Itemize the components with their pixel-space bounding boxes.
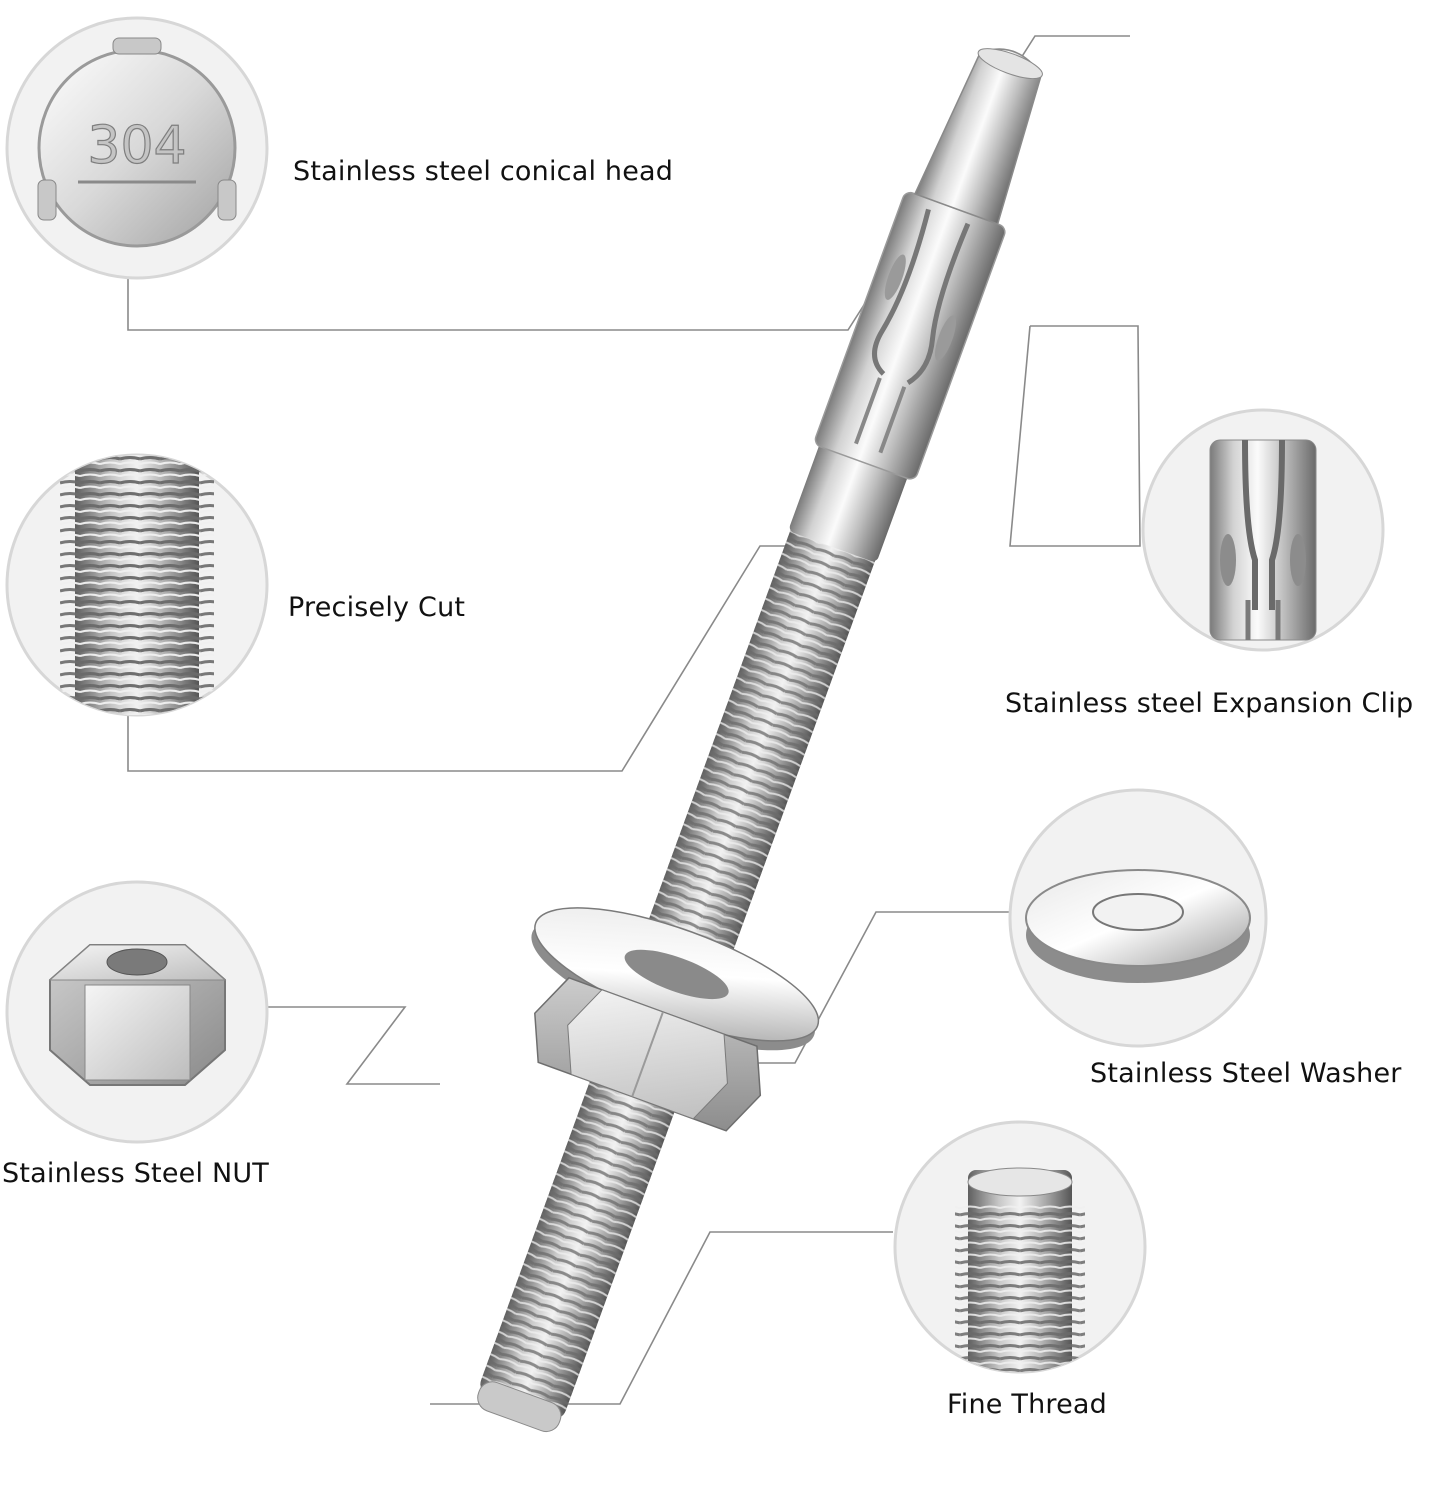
callout-fine-thread	[893, 1120, 1147, 1374]
callout-nut	[5, 880, 269, 1144]
leader-expansion-clip	[1009, 325, 1141, 547]
leader-washer	[730, 911, 1010, 1064]
label-fine-thread: Fine Thread	[947, 1389, 1107, 1420]
smooth-shank	[789, 443, 908, 562]
hex-nut	[534, 976, 762, 1132]
callout-precisely-cut	[5, 453, 269, 717]
label-expansion-clip: Stainless steel Expansion Clip	[1005, 688, 1414, 719]
leader-conical-head	[127, 35, 1130, 331]
callout-washer	[1008, 788, 1268, 1048]
label-precisely-cut: Precisely Cut	[288, 592, 466, 623]
label-nut: Stainless Steel NUT	[2, 1158, 269, 1189]
label-washer: Stainless Steel Washer	[1090, 1058, 1402, 1089]
head-marking: 304	[87, 116, 186, 176]
callout-conical-head: 304	[5, 16, 269, 280]
washer	[531, 907, 820, 1051]
anchor-bolt	[477, 48, 1043, 1433]
expansion-sleeve	[814, 191, 1006, 480]
label-conical-head: Stainless steel conical head	[293, 156, 674, 187]
callout-expansion-clip	[1141, 408, 1385, 652]
leader-nut	[268, 1006, 440, 1085]
